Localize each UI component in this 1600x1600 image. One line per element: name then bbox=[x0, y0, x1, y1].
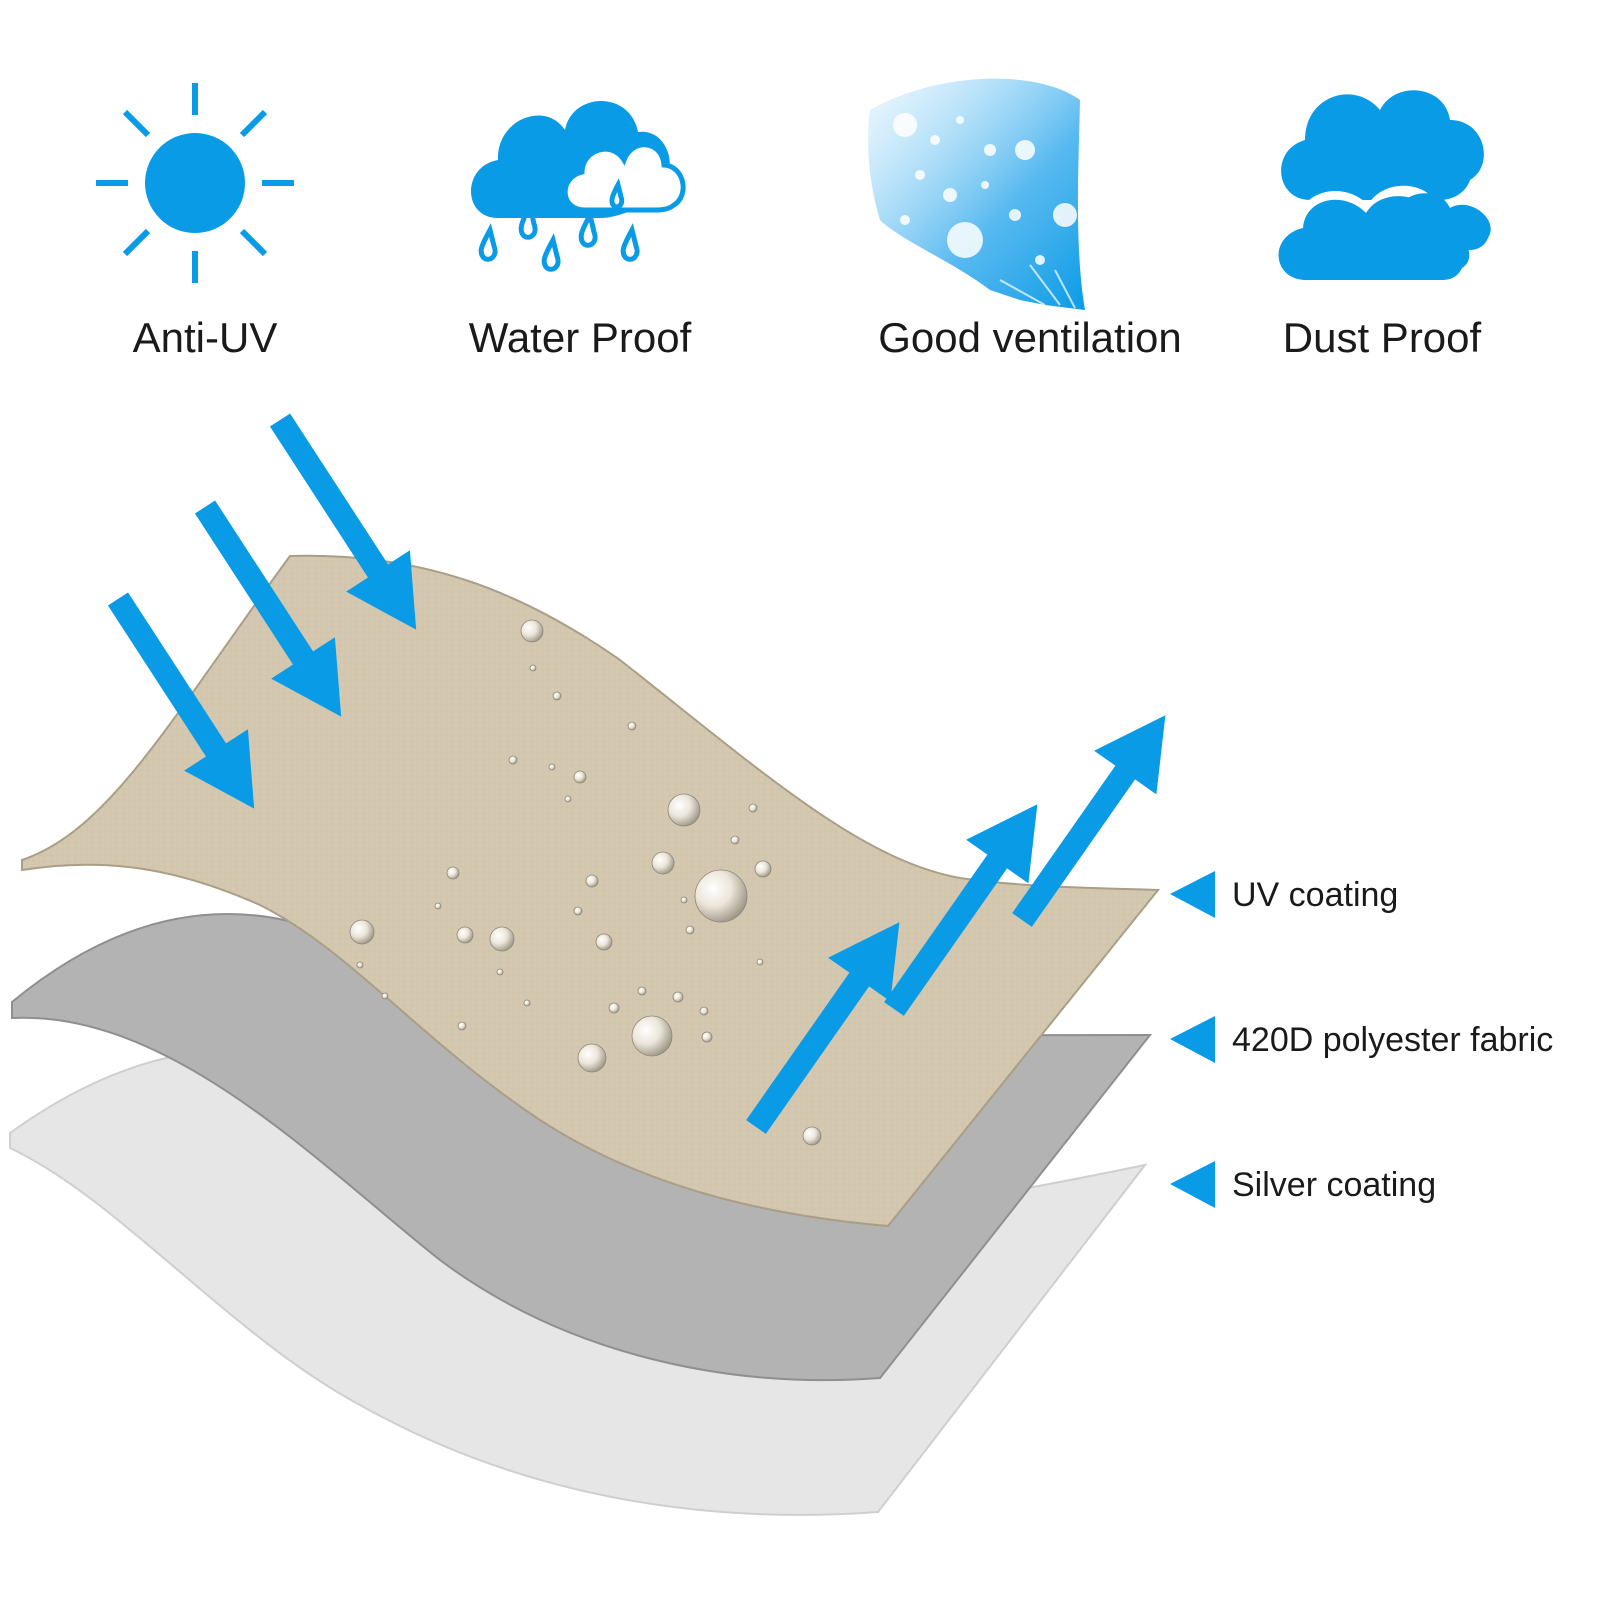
rain-cloud-icon bbox=[471, 101, 686, 272]
air-flow-icon bbox=[868, 78, 1085, 310]
triangle-left-icon bbox=[1170, 1161, 1215, 1208]
arrow-up-icon bbox=[746, 922, 900, 1134]
arrow-down-icon bbox=[194, 500, 342, 717]
clouds-icon bbox=[1267, 90, 1491, 285]
arrow-up-icon bbox=[1012, 715, 1166, 927]
layer-label-text: UV coating bbox=[1232, 876, 1398, 914]
weave-texture bbox=[22, 555, 1158, 1226]
sun-icon bbox=[96, 83, 294, 283]
arrow-down-icon bbox=[107, 592, 255, 809]
arrow-down-icon bbox=[269, 413, 417, 630]
feature-label-anti-uv: Anti-UV bbox=[133, 314, 278, 361]
layer-label-polyester-fabric: 420D polyester fabric bbox=[1170, 1016, 1553, 1063]
feature-label-dust-proof: Dust Proof bbox=[1283, 314, 1482, 361]
triangle-left-icon bbox=[1170, 871, 1215, 918]
layer-label-text: Silver coating bbox=[1232, 1166, 1436, 1204]
water-droplets bbox=[349, 619, 822, 1146]
layer-label-silver-coating: Silver coating bbox=[1170, 1161, 1436, 1208]
layer-label-text: 420D polyester fabric bbox=[1232, 1021, 1553, 1059]
uv-arrows bbox=[107, 413, 417, 809]
layer-label-uv-coating: UV coating bbox=[1170, 871, 1398, 918]
arrow-up-icon bbox=[884, 804, 1038, 1016]
ventilation-arrows bbox=[746, 715, 1166, 1134]
feature-label-good-ventilation: Good ventilation bbox=[878, 314, 1182, 361]
feature-label-water-proof: Water Proof bbox=[469, 314, 692, 361]
triangle-left-icon bbox=[1170, 1016, 1215, 1063]
